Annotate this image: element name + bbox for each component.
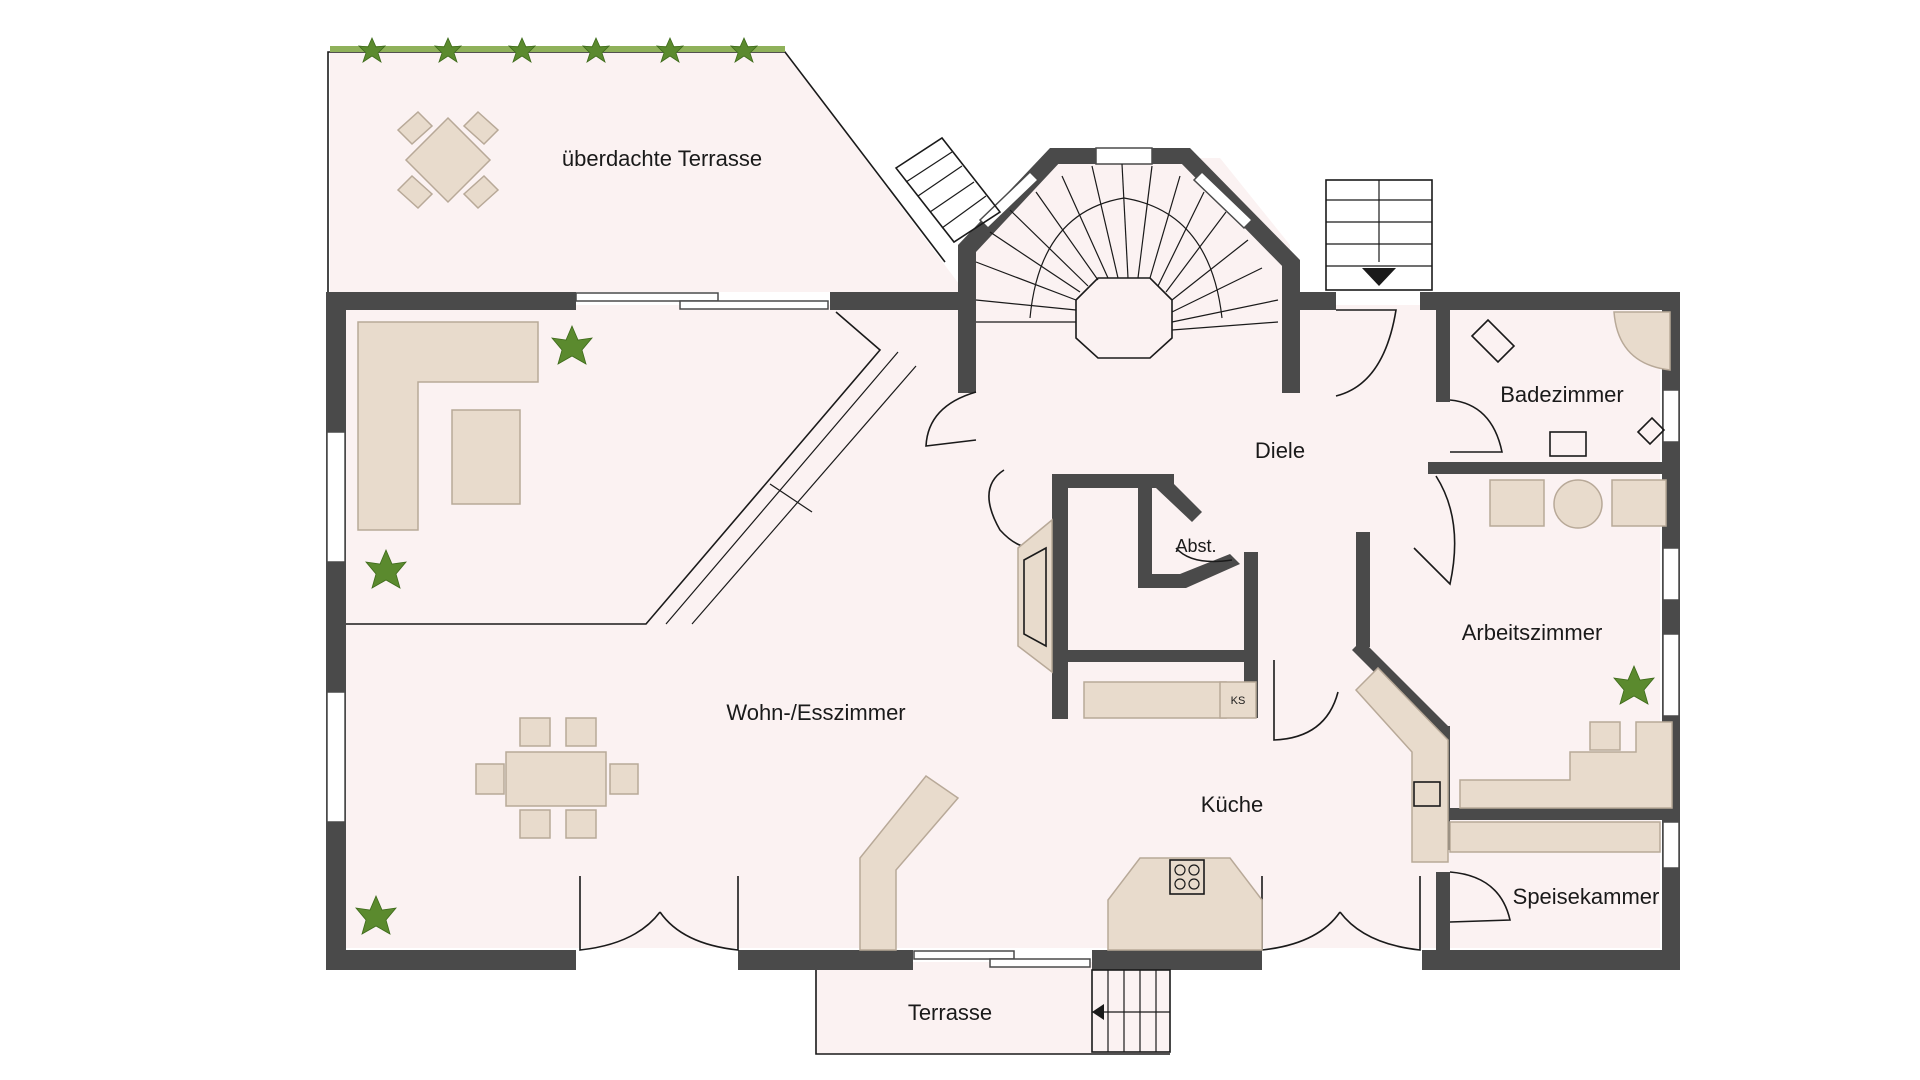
plants bbox=[330, 37, 1655, 935]
exterior-stairs-top bbox=[1325, 179, 1433, 291]
terrace-table bbox=[404, 116, 492, 204]
room-labels: überdachte Terrasse Diele Badezimmer Abs… bbox=[562, 146, 1659, 1025]
covered-terrace-floor bbox=[330, 52, 965, 292]
label-bathroom: Badezimmer bbox=[1500, 382, 1623, 407]
living-room-ramp bbox=[346, 311, 917, 625]
plant-icon bbox=[433, 37, 463, 63]
study-desk bbox=[1459, 721, 1673, 809]
label-kitchen: Küche bbox=[1201, 792, 1263, 817]
pantry-shelf bbox=[1449, 821, 1661, 853]
bidet bbox=[1636, 416, 1666, 446]
windows bbox=[326, 147, 1680, 968]
coffee-table bbox=[451, 409, 521, 505]
spiral-staircase bbox=[975, 163, 1279, 359]
plant-icon bbox=[581, 37, 611, 63]
sofa bbox=[357, 321, 539, 531]
label-hall: Diele bbox=[1255, 438, 1305, 463]
kitchen-island bbox=[1107, 857, 1263, 951]
label-terrace: Terrasse bbox=[908, 1000, 992, 1025]
label-living-dining: Wohn-/Esszimmer bbox=[726, 700, 905, 725]
kitchen-counter bbox=[1354, 666, 1449, 863]
plant-icon bbox=[729, 37, 759, 63]
armchair-right bbox=[1611, 479, 1667, 527]
label-storage: Abst. bbox=[1175, 536, 1216, 556]
dining-table bbox=[505, 751, 607, 807]
round-table bbox=[1553, 479, 1603, 529]
interior-floor bbox=[340, 158, 1660, 948]
plant-icon bbox=[507, 37, 537, 63]
shower bbox=[1613, 311, 1671, 371]
fridge-label: KS bbox=[1231, 695, 1246, 707]
plant-icon bbox=[365, 548, 407, 589]
terrace-outline bbox=[815, 970, 1170, 1055]
plant-icon bbox=[551, 324, 593, 365]
furniture: KS bbox=[357, 110, 1673, 951]
plant-icon bbox=[1613, 664, 1655, 705]
plant-icon bbox=[330, 46, 785, 52]
exterior-stairs-left bbox=[894, 136, 1002, 244]
plant-icon bbox=[655, 37, 685, 63]
doors bbox=[579, 309, 1511, 951]
plant-icon bbox=[357, 37, 387, 63]
toilet bbox=[1470, 318, 1516, 364]
washbasin bbox=[1549, 431, 1587, 457]
exterior-stairs-bottom bbox=[1091, 969, 1171, 1053]
label-pantry: Speisekammer bbox=[1513, 884, 1660, 909]
fridge bbox=[1219, 681, 1257, 719]
room-divider-counter bbox=[859, 774, 960, 951]
armchair-left bbox=[1489, 479, 1545, 527]
floor-areas bbox=[330, 52, 1660, 1054]
plant-icon bbox=[355, 894, 397, 935]
label-covered-terrace: überdachte Terrasse bbox=[562, 146, 762, 171]
label-study: Arbeitszimmer bbox=[1462, 620, 1603, 645]
terrace-floor bbox=[815, 962, 1170, 1054]
